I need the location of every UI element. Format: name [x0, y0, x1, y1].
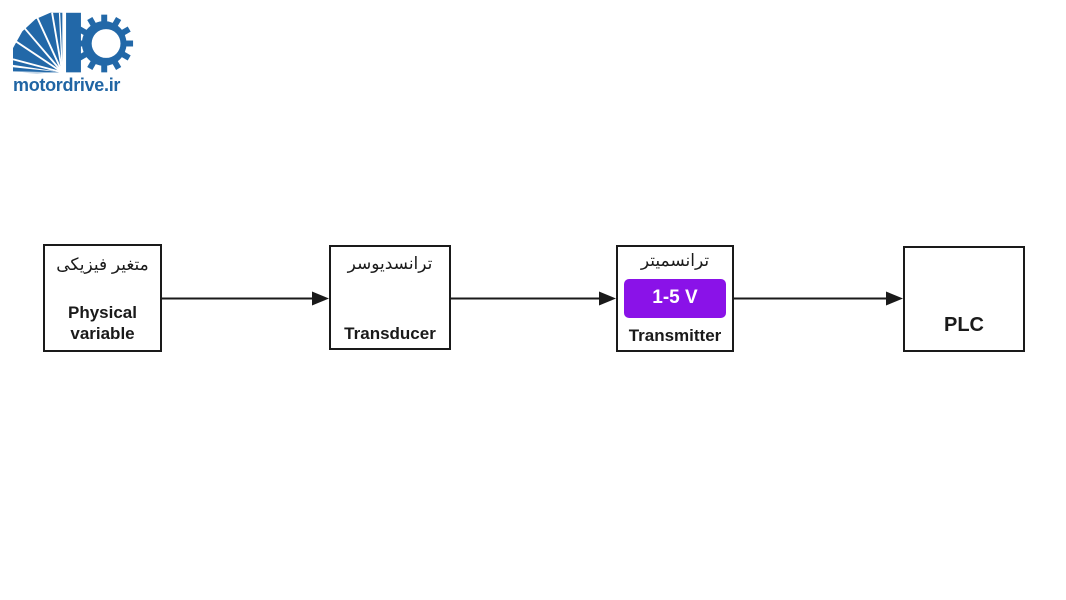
signal-range-badge: 1-5 V: [624, 278, 726, 318]
plc-label: PLC: [944, 314, 984, 336]
box-plc: PLC: [903, 246, 1025, 352]
box-transmitter: ترانسمیتر 1-5 V Transmitter: [616, 245, 734, 352]
arrow-transducer-to-transmitter: [451, 290, 616, 307]
motordrive-gear-fan-icon: [13, 12, 134, 74]
box-physical-variable: متغیر فیزیکی Physical variable: [43, 244, 162, 352]
arrow-transmitter-to-plc: [734, 290, 903, 307]
logo: motordrive.ir: [13, 12, 143, 96]
physical-variable-label-en: Physical variable: [68, 302, 137, 343]
transducer-label-fa: ترانسدیوسر: [347, 254, 433, 273]
arrow-physical-to-transducer: [162, 290, 329, 307]
transmitter-label-en: Transmitter: [628, 325, 722, 345]
transmitter-label-fa: ترانسمیتر: [640, 251, 710, 270]
transducer-label-en: Transducer: [344, 323, 436, 343]
physical-variable-label-fa: متغیر فیزیکی: [56, 255, 149, 274]
logo-text: motordrive.ir: [13, 75, 121, 95]
box-transducer: ترانسدیوسر Transducer: [329, 245, 451, 350]
